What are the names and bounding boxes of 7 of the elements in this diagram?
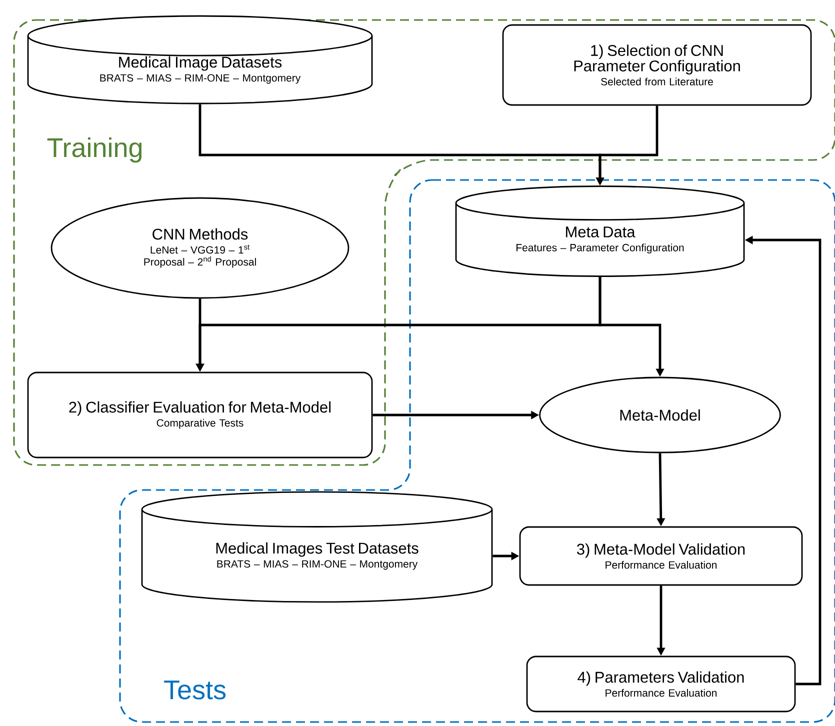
dataset-cylinder: Medical Images Test Datasets BRATS – MIAS – RIM-ONE – Montgomery bbox=[141, 491, 493, 603]
database-cylinder: Meta Data Features – Parameter Configuration bbox=[455, 186, 745, 277]
process-box: 2) Classifier Evaluation for Meta-Model Comparative Tests bbox=[27, 372, 373, 458]
process-box: 3) Meta-Model Validation Performance Evaluation bbox=[519, 526, 803, 586]
dataset-cylinder: Medical Image Datasets BRATS – MIAS – RIM-ONE – Montgomery bbox=[27, 15, 373, 104]
process-box: 1) Selection of CNN Parameter Configuration Selected from Literature bbox=[502, 24, 812, 106]
process-box: 4) Parameters Validation Performance Evaluation bbox=[526, 656, 796, 712]
